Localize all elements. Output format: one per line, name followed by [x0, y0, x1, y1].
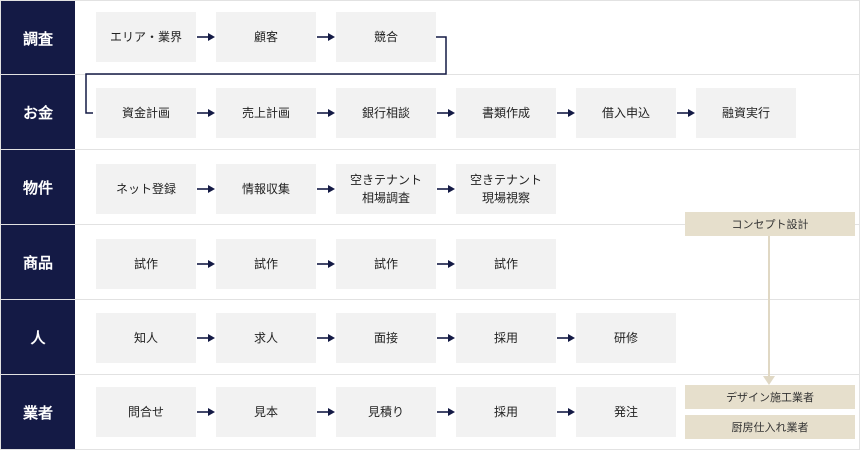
step-funding-plan: 資金計画 [96, 88, 196, 138]
step-documents: 書類作成 [456, 88, 556, 138]
row-label-product: 商品 [1, 225, 75, 300]
row-label-property: 物件 [1, 150, 75, 225]
step-job-posting: 求人 [216, 313, 316, 363]
step-loan-application: 借入申込 [576, 88, 676, 138]
step-training: 研修 [576, 313, 676, 363]
arrow-icon [437, 408, 455, 416]
arrow-icon [557, 334, 575, 342]
arrow-icon [197, 260, 215, 268]
step-prototype-1: 試作 [96, 239, 196, 289]
arrow-icon [317, 109, 335, 117]
arrow-icon [197, 334, 215, 342]
arrow-icon [317, 185, 335, 193]
arrow-icon [317, 408, 335, 416]
arrow-icon [557, 408, 575, 416]
step-info-gathering: 情報収集 [216, 164, 316, 214]
arrow-icon [437, 260, 455, 268]
step-tenant-market-survey: 空きテナント 相場調査 [336, 164, 436, 214]
step-tenant-site-visit: 空きテナント 現場視察 [456, 164, 556, 214]
row-label-vendors: 業者 [1, 375, 75, 449]
designer-vendor-box: デザイン施工業者 [685, 385, 855, 409]
step-bank-consult: 銀行相談 [336, 88, 436, 138]
step-sample: 見本 [216, 387, 316, 437]
step-customer: 顧客 [216, 12, 316, 62]
step-loan-execution: 融資実行 [696, 88, 796, 138]
arrow-icon [437, 109, 455, 117]
arrow-icon [197, 109, 215, 117]
step-area-industry: エリア・業界 [96, 12, 196, 62]
row-label-money: お金 [1, 75, 75, 150]
step-adopt: 採用 [456, 387, 556, 437]
step-competitor: 競合 [336, 12, 436, 62]
arrow-icon [557, 109, 575, 117]
concept-design-box: コンセプト設計 [685, 212, 855, 236]
step-net-register: ネット登録 [96, 164, 196, 214]
step-order: 発注 [576, 387, 676, 437]
step-interview: 面接 [336, 313, 436, 363]
concept-connector-arrowhead [763, 376, 775, 385]
step-sales-plan: 売上計画 [216, 88, 316, 138]
kitchen-vendor-box: 厨房仕入れ業者 [685, 415, 855, 439]
elbow-connector [85, 36, 447, 114]
arrow-icon [197, 185, 215, 193]
arrow-icon [437, 334, 455, 342]
row-label-research: 調査 [1, 1, 75, 75]
step-hiring: 採用 [456, 313, 556, 363]
arrow-icon [677, 109, 695, 117]
step-inquiry: 問合せ [96, 387, 196, 437]
arrow-icon [197, 408, 215, 416]
row-label-people: 人 [1, 300, 75, 375]
arrow-icon [437, 185, 455, 193]
step-prototype-4: 試作 [456, 239, 556, 289]
arrow-icon [197, 33, 215, 41]
step-prototype-3: 試作 [336, 239, 436, 289]
arrow-icon [317, 260, 335, 268]
arrow-icon [317, 334, 335, 342]
step-estimate: 見積り [336, 387, 436, 437]
arrow-icon [317, 33, 335, 41]
step-acquaintance: 知人 [96, 313, 196, 363]
step-prototype-2: 試作 [216, 239, 316, 289]
